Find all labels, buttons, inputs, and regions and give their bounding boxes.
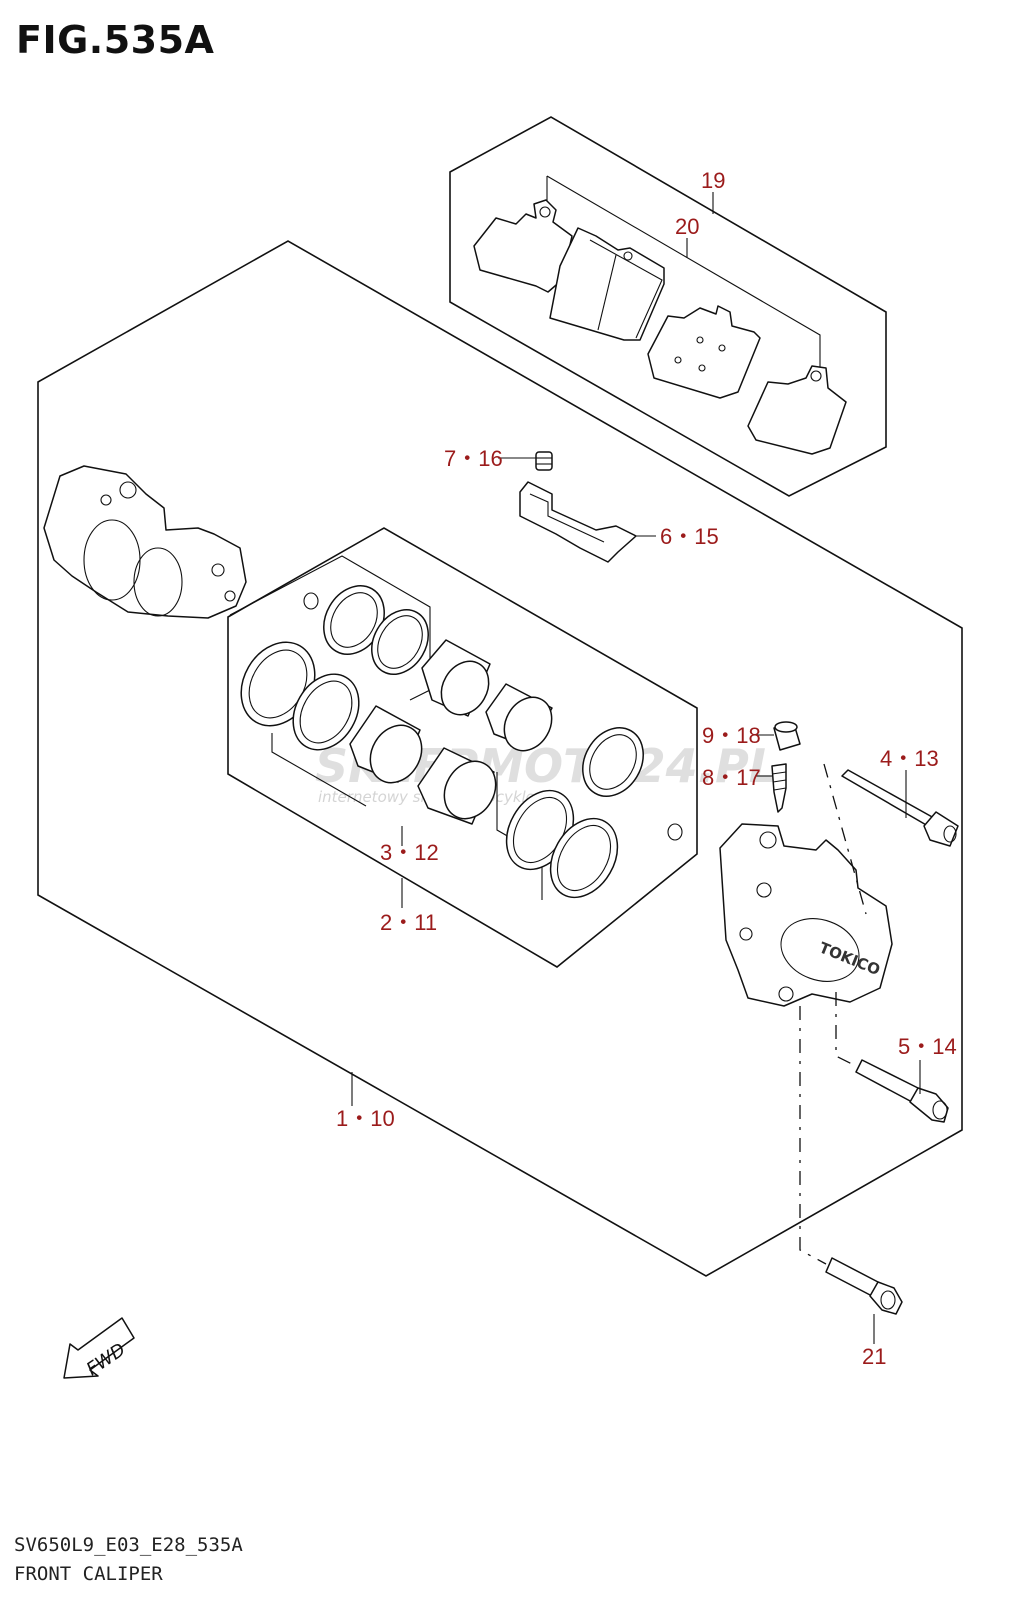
caliper-body-right: TOKICO <box>719 823 893 1007</box>
caliper-mount-bolt-upper <box>855 1059 949 1123</box>
callout-6-15: 6・15 <box>660 524 719 549</box>
callout-1-10: 1・10 <box>336 1106 395 1131</box>
callout-5-14: 5・14 <box>898 1034 957 1059</box>
bleeder-screw <box>771 763 787 813</box>
seal-kit-inner-bracket-2 <box>271 733 367 807</box>
fwd-arrow: FWD <box>63 1317 135 1380</box>
piston-seal-kit-outline <box>227 527 698 968</box>
brake-shim-right <box>747 365 847 455</box>
callout-2-11: 2・11 <box>380 910 437 935</box>
pad-spring <box>519 481 637 563</box>
pad-pin-plug <box>535 451 553 471</box>
brake-shim-left <box>473 199 573 293</box>
callout-9-18: 9・18 <box>702 723 761 748</box>
caliper-assembly-outline <box>37 240 963 1277</box>
callout-20: 20 <box>675 214 699 239</box>
callout-3-12: 3・12 <box>380 840 439 865</box>
axis-mount-lower <box>799 1006 827 1265</box>
brake-pad-1 <box>549 227 665 341</box>
axis-mount-upper <box>835 992 853 1065</box>
pistons <box>349 639 553 825</box>
figure-name: FRONT CALIPER <box>14 1563 163 1585</box>
callout-labels: 19 20 7・16 6・15 9・18 8・17 4・13 3・12 2・11… <box>336 168 957 1369</box>
axis-pad-pin <box>823 763 867 915</box>
leader-20 <box>546 175 821 368</box>
model-code: SV650L9_E03_E28_535A <box>14 1534 243 1556</box>
figure-title: FIG.535A <box>16 18 215 62</box>
brake-pad-2 <box>647 305 761 399</box>
brake-pad-group-outline <box>449 116 887 497</box>
bleeder-cap <box>773 721 801 751</box>
caliper-mount-bolt-lower <box>825 1257 903 1315</box>
piston-seals <box>240 585 683 899</box>
callout-4-13: 4・13 <box>880 746 939 771</box>
callout-21: 21 <box>862 1344 886 1369</box>
pad-pin <box>841 769 959 847</box>
callout-19: 19 <box>701 168 725 193</box>
callout-8-17: 8・17 <box>702 765 761 790</box>
seal-kit-inner-bracket <box>229 555 431 701</box>
callout-7-16: 7・16 <box>444 446 503 471</box>
caliper-body-left <box>43 465 247 619</box>
